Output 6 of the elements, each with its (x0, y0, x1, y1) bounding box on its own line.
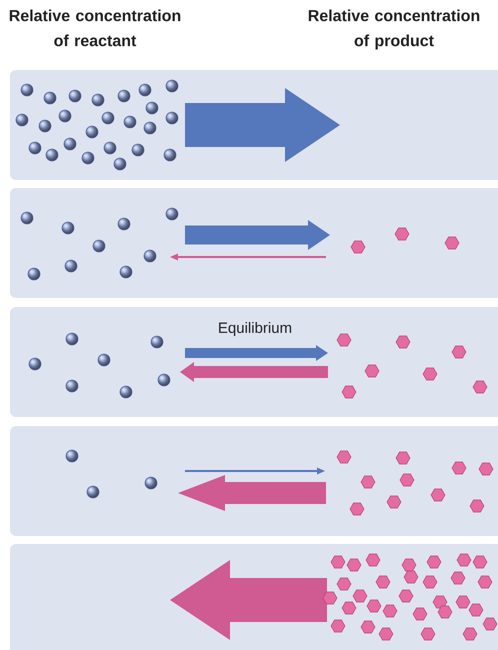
panel (10, 188, 498, 298)
panel (10, 426, 498, 536)
panel (10, 307, 498, 417)
heading: Relative concentration of product (308, 10, 480, 50)
node-label: Equilibrium (219, 322, 292, 336)
heading: Relative concentration of reactant (10, 10, 180, 46)
